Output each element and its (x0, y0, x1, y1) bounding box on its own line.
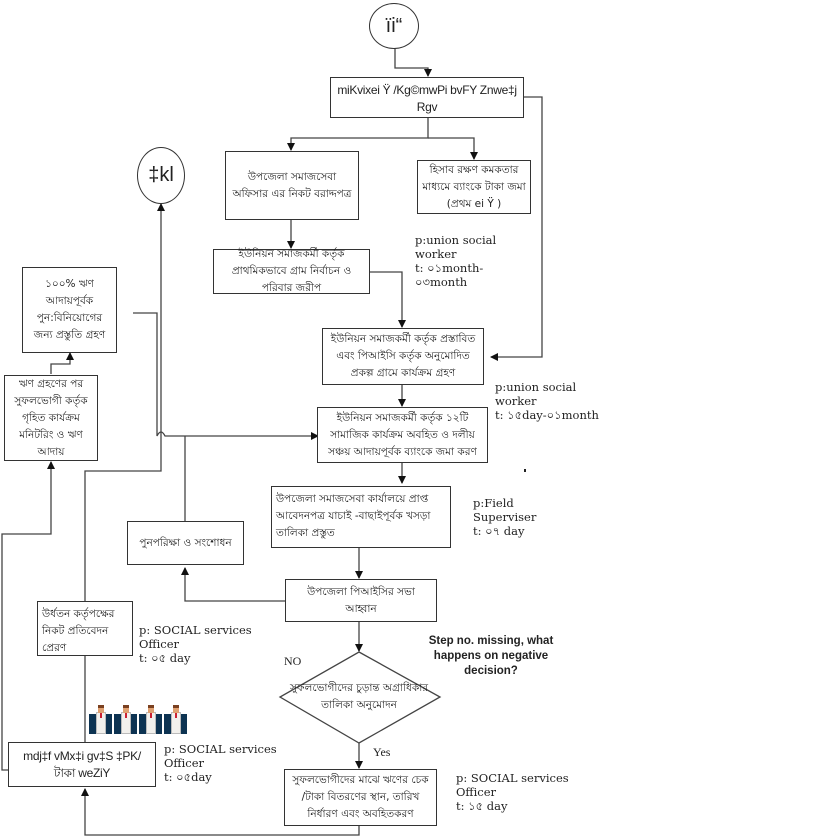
arrow-top-to-program (490, 96, 543, 361)
box-social-activities: ইউনিয়ন সমাজকর্মী কর্তৃক ১২টি সামাজিক কা… (317, 407, 488, 463)
box-reinvestment: ১০০% ঋণ আদায়পূর্বক পুন:বিনিয়োগের জন্য … (22, 267, 117, 353)
note-social-activities: p:union social worker t: ১৫day-০১month (495, 380, 599, 422)
officer-figure (114, 704, 137, 734)
arrow-village-to-program (370, 271, 406, 328)
box-program-start: ইউনিয়ন সমাজকর্মী কর্তৃক প্রস্তাবিত এবং … (322, 328, 484, 385)
box-monitoring: ঋণ গ্রহণের পর সুফলভোগী কর্তৃক গৃহিত কার্… (4, 375, 98, 461)
box-reexamine: পুনপরিক্ষা ও সংশোধন (127, 521, 244, 565)
officer-figure (89, 704, 112, 734)
box-distribution-schedule: সুফলভোগীদের মাঝে ঋণের চেক /টাকা বিতরণের … (284, 769, 437, 826)
line-top-split (287, 118, 429, 151)
decision-yes-label: Yes (373, 745, 391, 759)
end-circle: ‡kl (137, 147, 185, 204)
note-application-review: p:Field Superviser t: ০৭ day (473, 496, 537, 538)
officers-clipart (89, 704, 187, 734)
box-application-review: উপজেলা সমাজসেবা কার্যালয়ে প্রাপ্ত আবেদন… (271, 486, 451, 548)
decision-no-label: NO (284, 654, 302, 668)
decision-text: সুফলভোগীদের চুড়ান্ত অগ্রাধিকার তালিকা অ… (289, 682, 429, 711)
arrow-distribution-to-cheque (81, 788, 360, 836)
arrow-start-to-top (394, 47, 432, 77)
box-village-selection: ইউনিয়ন সমাজকর্মী কর্তৃক প্রাথমিকভাবে গ্… (213, 248, 370, 294)
stray-dot (524, 469, 526, 472)
note-cheque-distribution: p: SOCIAL services Officer t: ০৫day (164, 742, 277, 784)
line-top-split-right (428, 137, 478, 160)
box-top-process: miKvixei Ÿ /Kg©mwPi bvFY Znwe‡j Rgv (330, 77, 524, 118)
box-upazila-allocation: উপজেলা সমাজসেবা অফিসার এর নিকট বরাদ্দপত্… (225, 151, 359, 220)
arrow-monitoring-to-reinvest (50, 352, 74, 374)
arrow-cheque-to-monitoring (1, 461, 55, 771)
box-accounts-deposit: হিসাব রক্ষণ কমকতার মাধ্যমে ব্যাংকে টাকা … (417, 160, 531, 214)
start-circle: ïi“ (369, 3, 419, 49)
review-comment: Step no. missing, what happens on negati… (428, 635, 554, 677)
officer-figure (139, 704, 162, 734)
decision-diamond (278, 651, 442, 744)
note-distribution-schedule: p: SOCIAL services Officer t: ১৫ day (456, 771, 569, 813)
box-report-upward: উর্ধতন কর্তৃপক্ষের নিকট প্রতিবেদন প্রেরণ (37, 601, 133, 656)
officer-figure (164, 704, 187, 734)
note-village-selection: p:union social worker t: ০১month- ০৩mont… (415, 233, 497, 289)
note-report-upward: p: SOCIAL services Officer t: ০৫ day (139, 623, 252, 665)
box-pic-meeting: উপজেলা পিআইসির সভা আহ্বান (285, 579, 437, 622)
box-cheque-distribution: mdj‡f vMx‡i gv‡S ‡PK/টাকা weZiY (8, 742, 156, 787)
arrow-pic-to-reexamine (181, 567, 285, 602)
